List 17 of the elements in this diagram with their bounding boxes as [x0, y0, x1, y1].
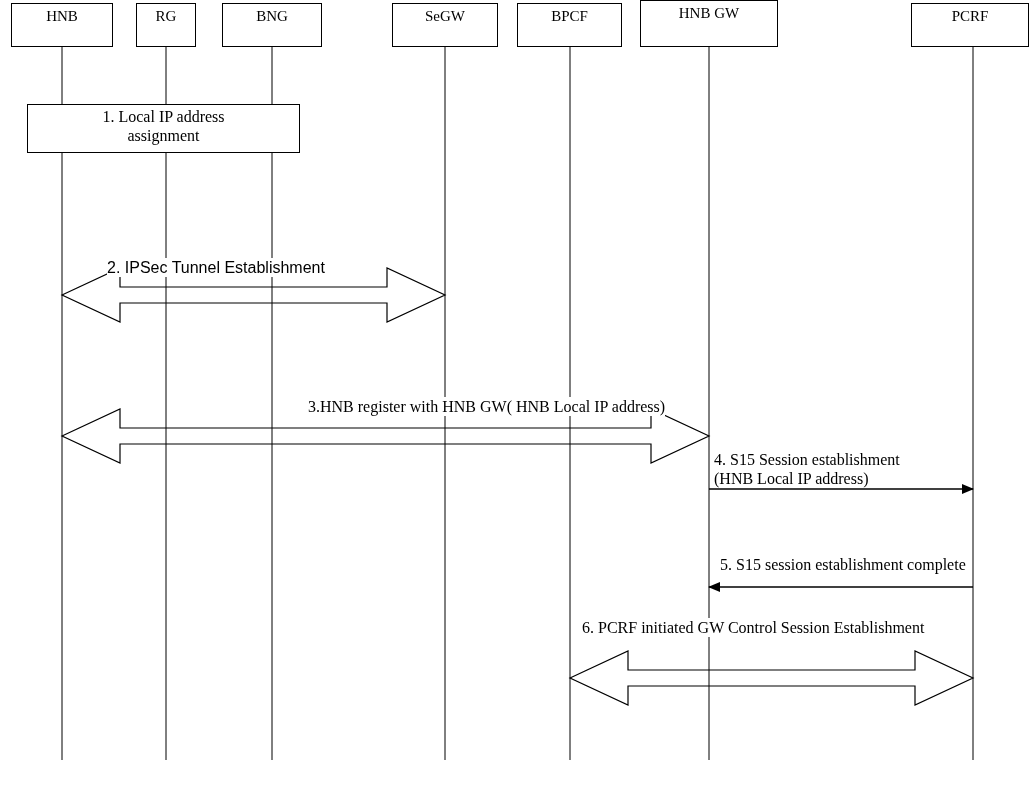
process-box: 1. Local IP address assignment	[27, 104, 300, 153]
participant-box: PCRF	[911, 3, 1029, 47]
edge-label: 2. IPSec Tunnel Establishment	[107, 258, 325, 277]
edge-label: 3.HNB register with HNB GW( HNB Local IP address)	[308, 397, 666, 416]
double-arrow	[568, 650, 975, 706]
participant-box: HNB	[11, 3, 113, 47]
participant-box: HNB GW	[640, 0, 778, 47]
participant-box: SeGW	[392, 3, 498, 47]
double-arrow	[60, 267, 447, 323]
participant-box: RG	[136, 3, 196, 47]
message-arrow	[708, 582, 974, 592]
message-arrow	[708, 484, 974, 494]
participant-box: BPCF	[517, 3, 622, 47]
edge-label: 6. PCRF initiated GW Control Session Establishment	[582, 618, 925, 637]
participant-box: BNG	[222, 3, 322, 47]
double-arrow	[60, 408, 711, 464]
edge-label: 5. S15 session establishment complete	[720, 555, 966, 574]
